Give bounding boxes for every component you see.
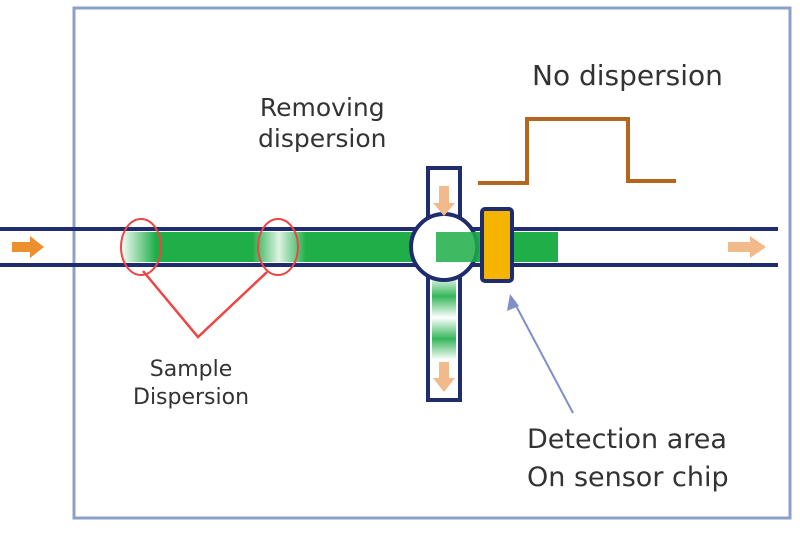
- signal-trace: [478, 117, 676, 185]
- inlet-right-arrow-icon: [12, 236, 44, 258]
- outlet-right-arrow-icon: [728, 236, 766, 258]
- side-down-arrow-icon-top: [433, 186, 455, 216]
- side-down-arrow-icon-bottom: [433, 362, 455, 392]
- detection-area-label: Detection area On sensor chip: [527, 424, 729, 493]
- detection-pointer-line: [512, 299, 574, 414]
- sensor-chip: [480, 207, 514, 283]
- dispersion-marker-right: [257, 218, 299, 276]
- detection-pointer-arrowhead: [507, 294, 519, 311]
- removing-dispersion-label: Removing dispersion: [258, 93, 387, 154]
- junction-band: [436, 232, 481, 262]
- dispersion-pointer-lines: [142, 270, 268, 339]
- sample-dispersion-label: Sample Dispersion: [133, 357, 250, 410]
- sample-band: [120, 232, 420, 262]
- dispersion-marker-left: [120, 218, 162, 276]
- side-channel-sample: [432, 275, 456, 360]
- no-dispersion-label: No dispersion: [532, 59, 723, 92]
